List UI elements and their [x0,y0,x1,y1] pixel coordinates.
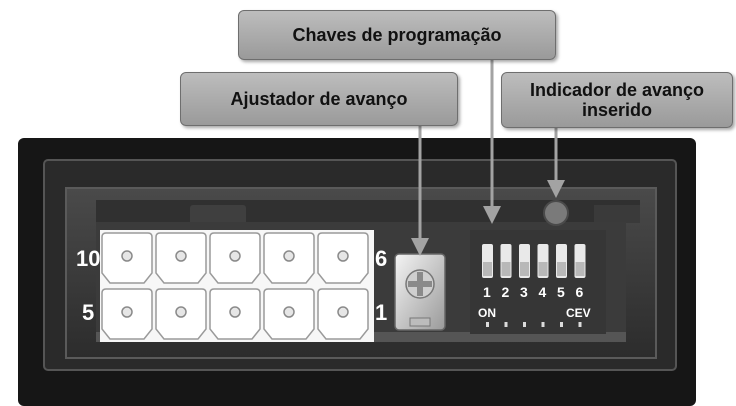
advance-indicator-led [543,200,569,226]
connector-pin-cell [155,288,207,340]
arrow-head-ajustador [411,238,429,256]
top-tab [190,205,246,225]
callout-advance-adjuster-label: Ajustador de avanço [230,89,408,109]
dip-number-1: 1 [483,284,491,300]
connector-pin-cell [209,288,261,340]
dip-switches [482,244,586,327]
dip-switch-2[interactable] [500,244,512,327]
dip-switch-1[interactable] [482,244,493,327]
connector-pin-cell [101,232,153,284]
top-tab-right [594,205,640,223]
dip-number-4: 4 [538,284,547,300]
connector-pins [101,232,369,340]
dip-switch-6[interactable] [574,244,586,327]
callout-advance-adjuster: Ajustador de avanço [180,72,458,126]
callout-advance-indicator-line2: inserido [581,100,652,120]
arrows [411,60,565,256]
pin-label-5: 5 [82,300,95,325]
dip-on-label: ON [478,306,496,320]
callout-programming-switches: Chaves de programação [238,10,556,60]
pin-label-6: 6 [375,246,388,271]
connector-pin-cell [209,232,261,284]
dip-number-2: 2 [501,284,510,300]
connector-pin-cell [263,232,315,284]
dip-switch-3[interactable] [519,244,530,327]
dip-cev-label: CEV [566,306,591,320]
arrow-head-chaves [483,206,501,224]
connector-pin-cell [317,232,369,284]
advance-adjuster[interactable] [394,253,446,331]
dip-number-5: 5 [557,284,565,300]
dip-switch-4[interactable] [537,244,549,327]
dip-switch-5[interactable] [556,244,567,327]
connector-pin-cell [317,288,369,340]
dip-number-3: 3 [520,284,528,300]
pin-label-1: 1 [375,300,388,325]
arrow-head-indicador [547,180,565,198]
connector-pin-cell [155,232,207,284]
callout-advance-indicator-line1: Indicador de avanço [529,80,705,100]
dip-number-6: 6 [575,284,584,300]
connector-pin-cell [101,288,153,340]
callout-programming-switches-label: Chaves de programação [292,25,502,45]
callout-advance-indicator: Indicador de avanço inserido [501,72,733,128]
connector-pin-cell [263,288,315,340]
pin-label-10: 10 [76,246,101,271]
